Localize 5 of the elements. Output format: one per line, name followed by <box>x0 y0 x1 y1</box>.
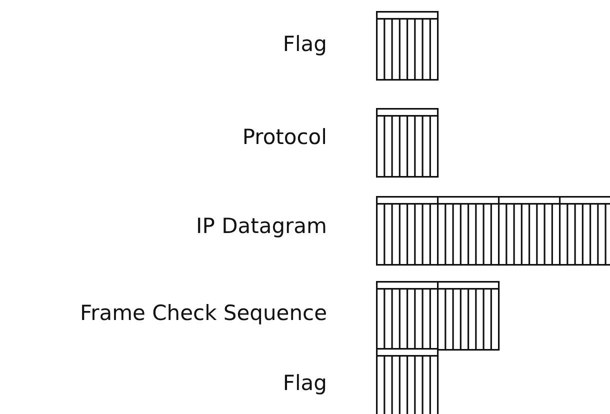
field-name: IP Datagram <box>196 213 327 239</box>
field-name: Flag <box>282 370 327 396</box>
field-name: Frame Check Sequence <box>80 300 327 326</box>
field-name: Protocol <box>242 124 327 150</box>
field-name: Flag <box>282 31 327 57</box>
